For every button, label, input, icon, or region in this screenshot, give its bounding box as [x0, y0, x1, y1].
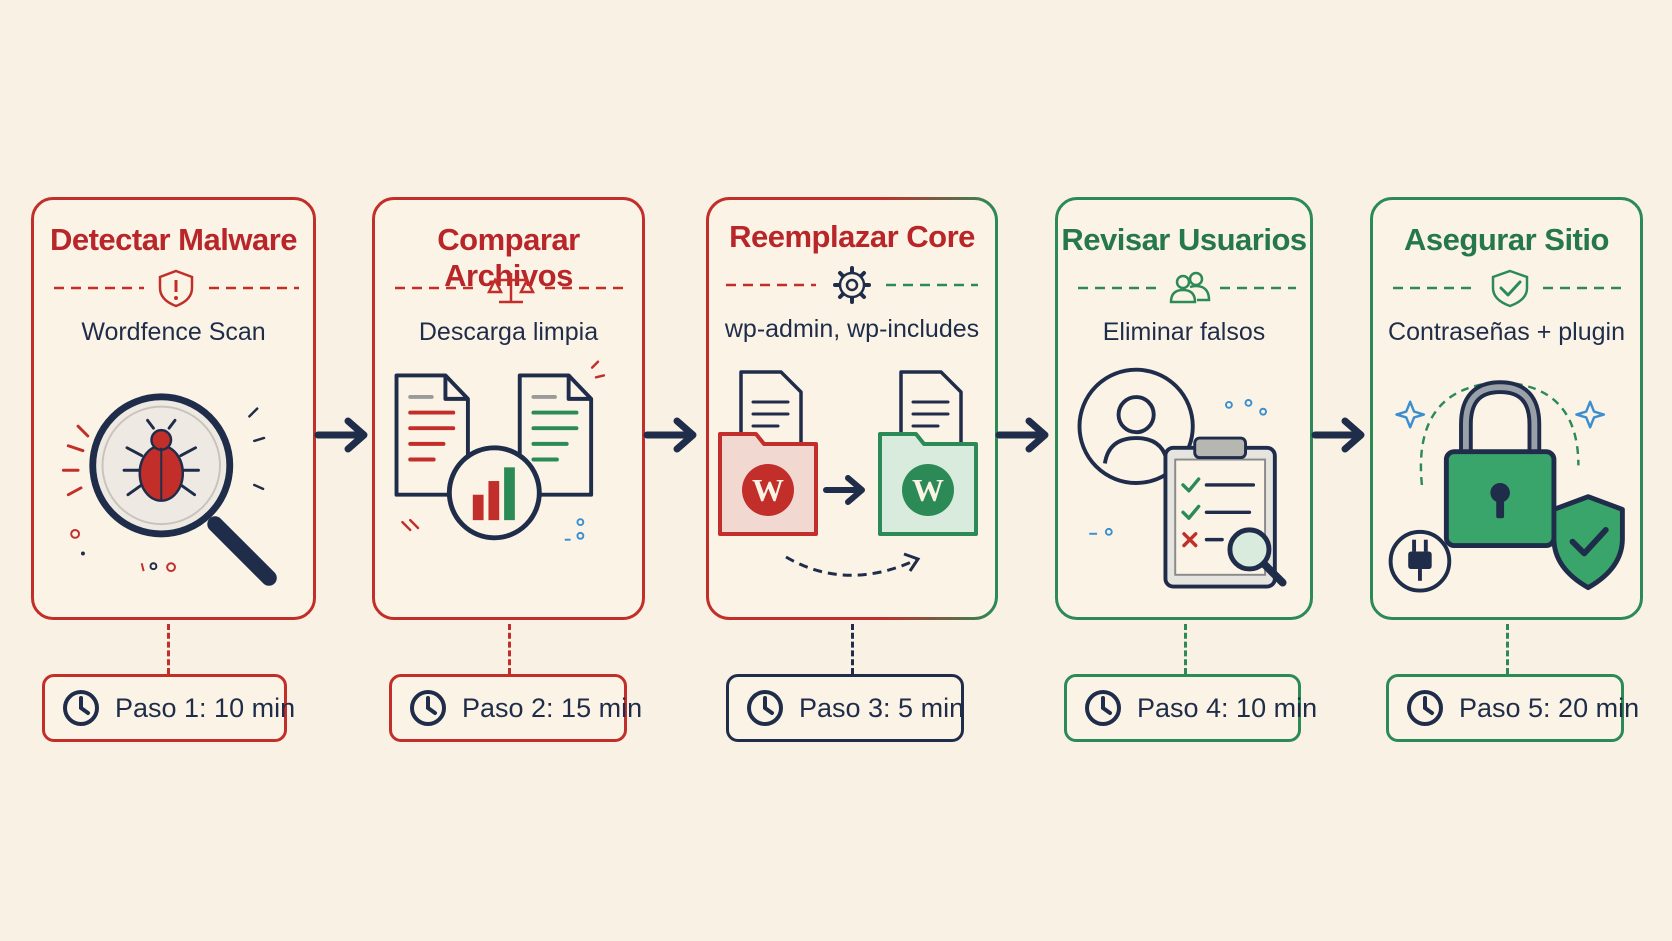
- step-divider-2: [395, 273, 628, 304]
- time-badge-3: Paso 3: 5 min: [726, 674, 964, 742]
- time-badge-1: Paso 1: 10 min: [42, 674, 295, 742]
- time-badge-label-5: Paso 5: 20 min: [1459, 692, 1640, 723]
- svg-text:W: W: [912, 472, 944, 508]
- step-card-4: Revisar Usuarios Eliminar falsos: [1055, 197, 1313, 620]
- wordpress-folder-swap-icon: W W: [718, 370, 978, 577]
- step-divider-1: [54, 269, 299, 308]
- step-card-1: Detectar Malware Wordfence Scan: [31, 197, 316, 620]
- file-compare-chart-icon: [394, 360, 606, 541]
- clock-icon: [1085, 690, 1121, 726]
- clock-icon: [747, 690, 783, 726]
- dots: [1104, 398, 1268, 536]
- step-divider-4: [1078, 271, 1296, 304]
- alert-shield-icon: [158, 269, 194, 308]
- connector-5: [1506, 624, 1509, 674]
- connector-3: [851, 624, 854, 674]
- magnifier-bug-icon: [61, 393, 277, 586]
- users-icon: [1169, 271, 1211, 304]
- clock-icon: [63, 690, 99, 726]
- flow-arrow-1: [314, 417, 368, 453]
- step-title-1: Detectar Malware: [49, 222, 298, 257]
- time-badge-label-4: Paso 4: 10 min: [1137, 692, 1318, 723]
- time-badge-5: Paso 5: 20 min: [1386, 674, 1639, 742]
- step-divider-5: [1393, 269, 1626, 308]
- padlock-shield-plug-icon: [1388, 380, 1625, 593]
- step-title-4: Revisar Usuarios: [1061, 222, 1307, 257]
- gear-icon: [833, 266, 871, 304]
- time-badge-label-3: Paso 3: 5 min: [799, 692, 965, 723]
- flow-arrow-3: [995, 417, 1049, 453]
- clock-icon: [410, 690, 446, 726]
- step-subtitle-5: Contraseñas + plugin: [1388, 318, 1625, 346]
- user-checklist-icon: [1077, 367, 1287, 589]
- step-subtitle-2: Descarga limpia: [418, 318, 599, 346]
- step-divider-3: [726, 266, 978, 304]
- step-subtitle-3: wp-admin, wp-includes: [724, 315, 980, 343]
- flow-arrow-4: [1311, 417, 1365, 453]
- step-title-3: Reemplazar Core: [729, 219, 975, 254]
- step-title-5: Asegurar Sitio: [1404, 222, 1609, 257]
- time-badge-label-2: Paso 2: 15 min: [462, 692, 643, 723]
- flow-arrow-2: [643, 417, 697, 453]
- connector-1: [167, 624, 170, 674]
- step-card-5: Asegurar Sitio Contraseñas + plugin: [1370, 197, 1643, 620]
- time-badge-2: Paso 2: 15 min: [389, 674, 642, 742]
- svg-text:W: W: [752, 472, 784, 508]
- check-shield-icon: [1491, 269, 1529, 308]
- step-card-2: Comparar Archivos Descarga limpia: [372, 197, 645, 620]
- balance-scale-icon: [486, 273, 536, 304]
- step-subtitle-1: Wordfence Scan: [81, 318, 266, 346]
- step-title-2: Comparar Archivos: [437, 222, 580, 293]
- clock-icon: [1407, 690, 1443, 726]
- step-subtitle-4: Eliminar falsos: [1102, 318, 1266, 346]
- step-card-3: Reemplazar Core wp-admin, wp-includes W …: [706, 197, 998, 620]
- time-badge-4: Paso 4: 10 min: [1064, 674, 1317, 742]
- connector-4: [1184, 624, 1187, 674]
- time-badge-label-1: Paso 1: 10 min: [115, 692, 296, 723]
- connector-2: [508, 624, 511, 674]
